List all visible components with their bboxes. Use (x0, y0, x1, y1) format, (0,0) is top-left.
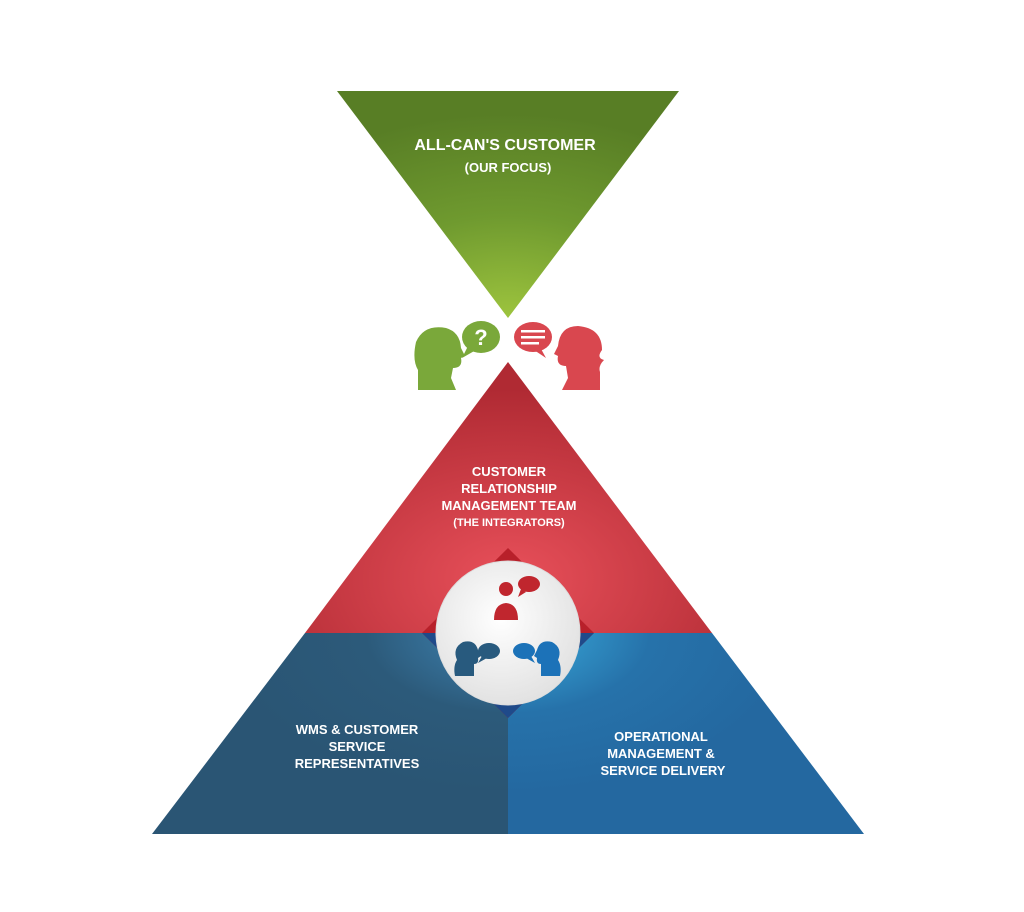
crm-label-line: (THE INTEGRATORS) (453, 517, 565, 529)
customer-title: ALL-CAN'S CUSTOMER (414, 137, 596, 154)
customer-rep-talking-icon (454, 641, 500, 676)
operations-section (508, 633, 864, 834)
operations-label-line: SERVICE DELIVERY (601, 763, 726, 778)
wms-label-line: WMS & CUSTOMER (296, 722, 419, 737)
crm-label-line: MANAGEMENT TEAM (441, 498, 576, 513)
wms-label-line: REPRESENTATIVES (295, 756, 420, 771)
representative-speaking-icon (494, 576, 540, 620)
customer-question-icon: ? (414, 321, 500, 390)
wms-section (152, 633, 508, 834)
wms-label-line: SERVICE (329, 739, 386, 754)
operations-label-line: MANAGEMENT & (607, 746, 715, 761)
customer-subtitle: (OUR FOCUS) (465, 160, 552, 175)
representative-answer-icon (514, 322, 604, 390)
operations-talking-icon (513, 641, 561, 676)
crm-label-line: RELATIONSHIP (461, 481, 557, 496)
crm-team-triangle (305, 362, 712, 633)
customer-triangle (337, 91, 679, 318)
crm-label-line: CUSTOMER (472, 464, 547, 479)
operations-label-line: OPERATIONAL (614, 729, 708, 744)
question-mark-icon: ? (474, 325, 487, 350)
